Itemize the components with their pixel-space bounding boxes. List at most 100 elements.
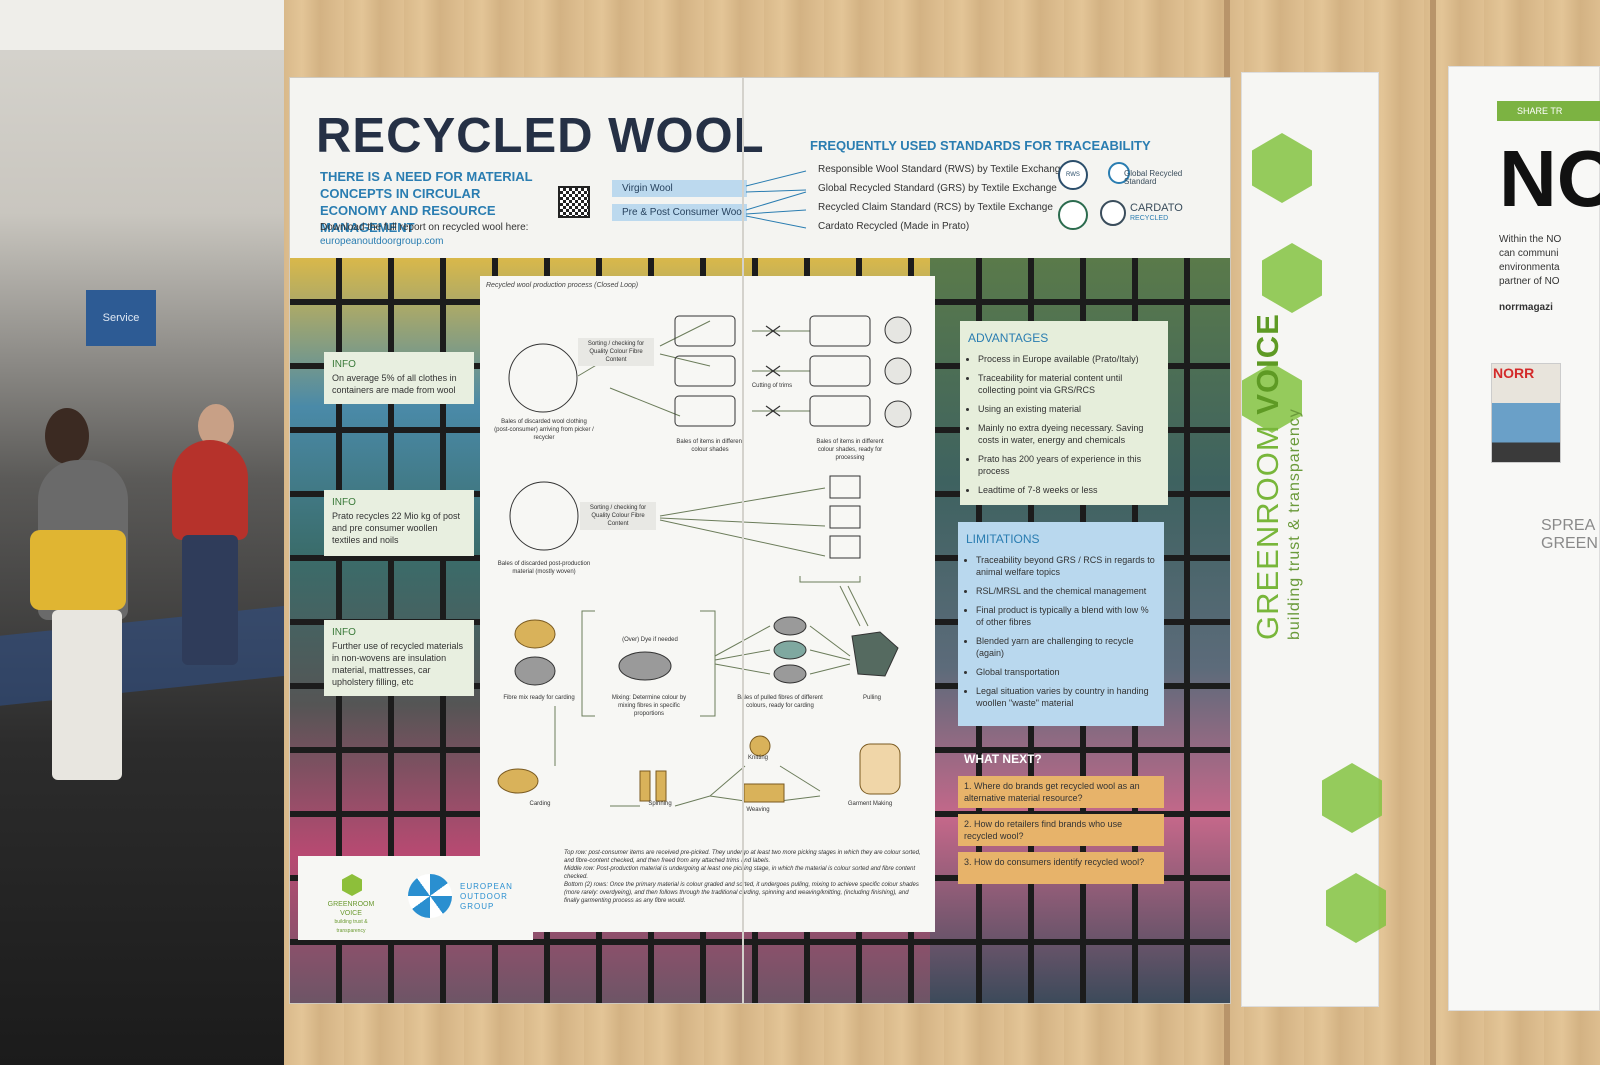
- label-fibre-mix: Fibre mix ready for carding: [503, 695, 575, 701]
- consumer-wool-chip: Pre & Post Consumer Wool: [612, 204, 747, 221]
- advantage-item: Leadtime of 7-8 weeks or less: [978, 484, 1160, 496]
- hexagon-decoration-icon: [1322, 763, 1382, 833]
- advantage-item: Traceability for material content until …: [978, 372, 1160, 396]
- advantages-list: Process in Europe available (Prato/Italy…: [968, 353, 1160, 496]
- sorting-box-middle: Sorting / checking for Quality Colour Fi…: [580, 502, 656, 530]
- info-tag: INFO: [332, 359, 356, 370]
- process-diagram-panel: Recycled wool production process (Closed…: [480, 276, 935, 932]
- what-next-question: 3. How do consumers identify recycled wo…: [958, 852, 1164, 884]
- hexagon-decoration-icon: [1252, 133, 1312, 203]
- label-bales-post: Bales of discarded wool clothing (post-c…: [494, 419, 594, 441]
- standards-arrows: [745, 170, 807, 229]
- info-text: Further use of recycled materials in non…: [332, 641, 464, 687]
- process-caption: Recycled wool production process (Closed…: [486, 282, 639, 289]
- greenroom-voice-vertical-text: GREENROOM VOICE building trust & transpa…: [1250, 313, 1304, 640]
- label-carding: Carding: [529, 801, 551, 807]
- rws-badge-icon: RWS: [1058, 160, 1088, 190]
- visitor-legs: [52, 610, 122, 780]
- norr-line: environmenta: [1499, 262, 1560, 273]
- greenroom-voice-banner: [1241, 72, 1386, 1007]
- norr-magazine-title: NORR: [1493, 365, 1535, 381]
- label-garment: Garment Making: [847, 801, 893, 807]
- cardato-sub-label: RECYCLED: [1130, 215, 1169, 222]
- norr-line: can communi: [1499, 248, 1559, 259]
- label-mixing: Mixing: Determine colour by mixing fibre…: [611, 695, 687, 717]
- label-bales-colour: Bales of items in different colour shade…: [676, 439, 744, 453]
- exhibition-hall-background: Service: [0, 0, 300, 1065]
- grs-badge-label: Global Recycled Standard: [1124, 169, 1183, 186]
- standard-grs: Global Recycled Standard (GRS) by Textil…: [818, 183, 1057, 194]
- norr-site: norrmagazi: [1499, 302, 1553, 313]
- poster-title: RECYCLED WOOL: [316, 109, 765, 163]
- what-next-question: 2. How do retailers find brands who use …: [958, 814, 1164, 846]
- advantage-item: Prato has 200 years of experience in thi…: [978, 453, 1160, 477]
- process-diagram-lines: [497, 315, 912, 807]
- limitations-list: Traceability beyond GRS / RCS in regards…: [966, 554, 1156, 709]
- label-dye: (Over) Dye if needed: [622, 637, 678, 643]
- note-middle-row: Middle row: Post-production material is …: [564, 866, 916, 880]
- info-text: Prato recycles 22 Mio kg of post and pre…: [332, 511, 461, 545]
- limitation-item: Global transportation: [976, 666, 1156, 678]
- label-cutting: Cutting of trims: [751, 383, 793, 389]
- greenroom-voice-logo-icon: [342, 874, 362, 896]
- eog-logo-line: OUTDOOR: [460, 892, 508, 901]
- gv-logo-line: VOICE: [340, 910, 362, 917]
- cardato-label: CARDATO: [1130, 202, 1183, 214]
- note-top-row: Top row: post-consumer items are receive…: [564, 850, 921, 864]
- info-tag: INFO: [332, 497, 356, 508]
- info-box: INFO Further use of recycled materials i…: [324, 620, 474, 696]
- info-tag: INFO: [332, 627, 356, 638]
- recycled-wool-poster: RECYCLED WOOL THERE IS A NEED FOR MATERI…: [290, 78, 1230, 1003]
- standard-cardato: Cardato Recycled (Made in Prato): [818, 221, 970, 232]
- poster-seam: [742, 78, 744, 1003]
- gv-logo-line: building trust & transparency: [334, 919, 368, 934]
- standard-rws: Responsible Wool Standard (RWS) by Texti…: [818, 164, 1066, 175]
- visitor-legs: [182, 535, 238, 665]
- visitor-body: [172, 440, 248, 540]
- greenroom-voice-logo-text: GREENROOM VOICE building trust & transpa…: [320, 900, 382, 936]
- eog-logo-line: GROUP: [460, 902, 495, 911]
- eog-logo-line: EUROPEAN: [460, 882, 513, 891]
- norr-share-banner: SHARE TR: [1497, 101, 1600, 121]
- process-notes: Top row: post-consumer items are receive…: [564, 849, 924, 905]
- norr-magazine-cover: [1491, 363, 1561, 463]
- cardato-badge-icon: [1100, 200, 1126, 226]
- advantages-heading: ADVANTAGES: [968, 331, 1049, 345]
- label-bales-ready: Bales of items in different colour shade…: [816, 439, 884, 461]
- wood-seam: [1430, 0, 1436, 1065]
- advantage-item: Mainly no extra dyeing necessary. Saving…: [978, 422, 1160, 446]
- advantage-item: Process in Europe available (Prato/Italy…: [978, 353, 1160, 365]
- poster-subtitle: THERE IS A NEED FOR MATERIAL CONCEPTS IN…: [320, 169, 533, 235]
- hexagon-decoration-icon: [1326, 873, 1386, 943]
- limitation-item: Legal situation varies by country in han…: [976, 685, 1156, 709]
- banner-word-voice: VOICE: [1250, 313, 1285, 415]
- limitations-box: LIMITATIONS Traceability beyond GRS / RC…: [958, 522, 1164, 726]
- grs-badge-icon: [1108, 162, 1130, 184]
- service-sign: Service: [86, 290, 156, 346]
- label-pulled: Bales of pulled fibres of different colo…: [737, 695, 823, 709]
- visitor-bag: [30, 530, 126, 610]
- visitor-head: [45, 408, 89, 464]
- hexagon-decoration-icon: [1262, 243, 1322, 313]
- standards-heading: FREQUENTLY USED STANDARDS FOR TRACEABILI…: [810, 138, 1151, 153]
- what-next-heading: WHAT NEXT?: [964, 752, 1042, 766]
- norr-spread-heading: SPREA GREEN M: [1541, 517, 1600, 553]
- european-outdoor-group-logo-text: EUROPEAN OUTDOOR GROUP: [460, 882, 513, 912]
- norr-line: Within the NO: [1499, 234, 1562, 245]
- norr-spread-line: GREEN M: [1541, 535, 1600, 552]
- download-text: Download the full report on recycled woo…: [320, 222, 529, 233]
- label-weaving: Weaving: [746, 807, 770, 813]
- label-knitting: Knitting: [747, 755, 768, 761]
- banner-tagline: building trust & transparency: [1286, 408, 1303, 640]
- hall-ceiling: [0, 0, 300, 50]
- standard-rcs: Recycled Claim Standard (RCS) by Textile…: [818, 202, 1053, 213]
- banner-wordmark: GREENROOM VOICE: [1250, 313, 1286, 640]
- limitation-item: RSL/MRSL and the chemical management: [976, 585, 1156, 597]
- norr-spread-line: SPREA: [1541, 517, 1596, 534]
- qr-code-icon: [558, 186, 590, 218]
- label-pulling: Pulling: [862, 695, 881, 701]
- norr-headline: NO: [1499, 134, 1600, 223]
- info-box: INFO Prato recycles 22 Mio kg of post an…: [324, 490, 474, 556]
- sorting-box-top: Sorting / checking for Quality Colour Fi…: [578, 338, 654, 366]
- label-spinning: Spinning: [648, 801, 672, 807]
